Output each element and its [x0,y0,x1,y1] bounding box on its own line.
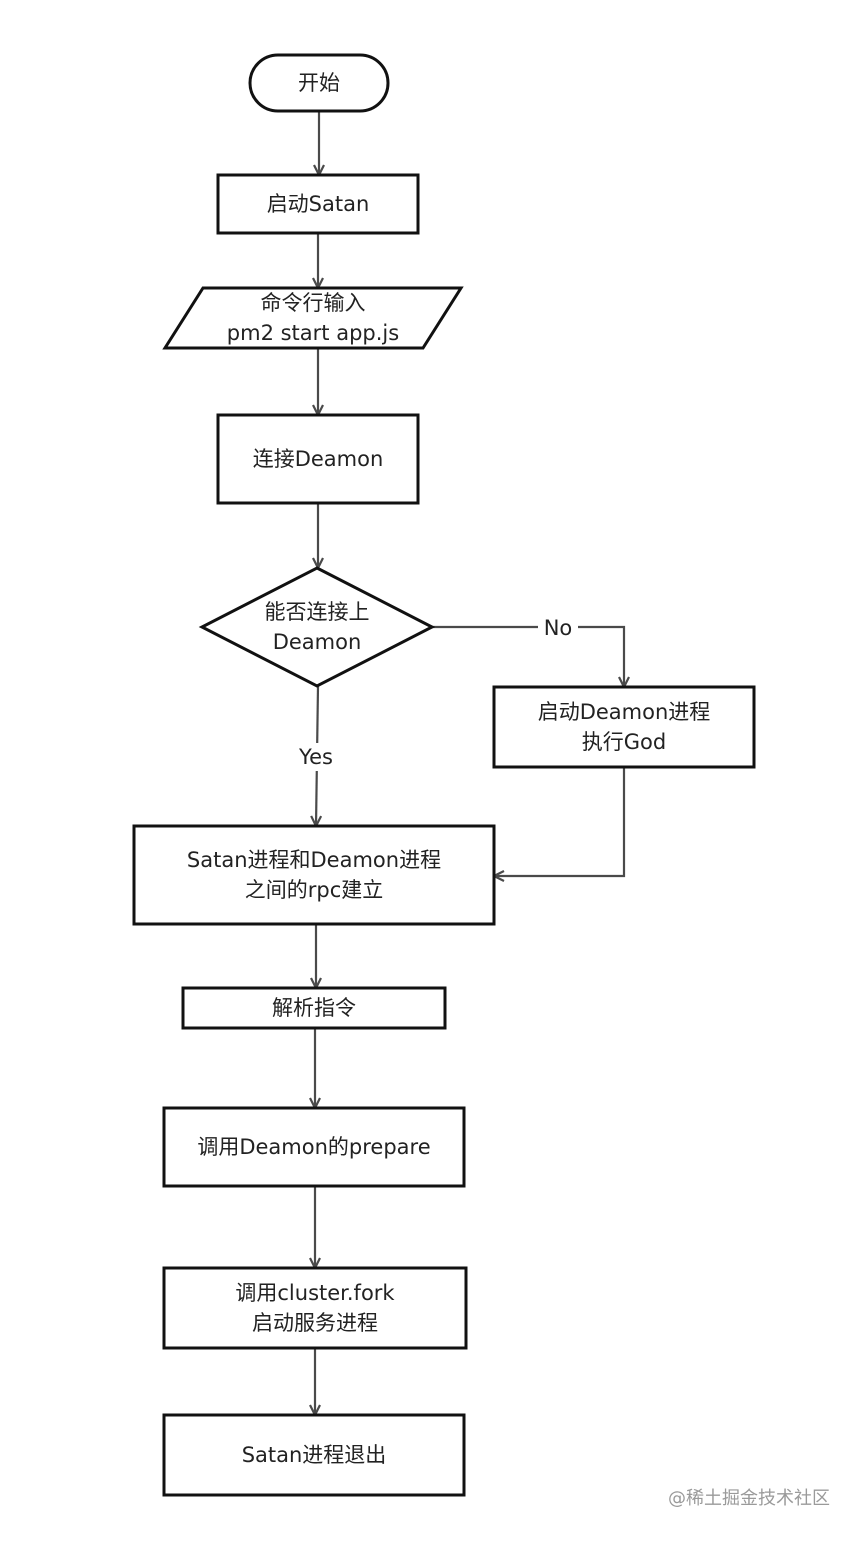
node-label-start-daemon-line-0: 启动Deamon进程 [538,700,711,724]
node-can-connect: 能否连接上 Deamon [198,566,436,688]
node-label-rpc-setup-line-0: Satan进程和Deamon进程 [187,848,441,872]
node-label-rpc-setup-line-1: 之间的rpc建立 [245,878,384,902]
node-shape-process [162,1106,466,1188]
node-label-start-line-0: 开始 [298,71,340,95]
node-label-cli-input-line-0: 命令行输入 [261,291,366,315]
edge-can-connect-to-start-daemon [432,625,624,687]
node-label-start-daemon-line-1: 执行God [582,730,666,754]
edge-label-no: No [544,616,573,640]
edge-label-background [289,743,343,771]
edge-label-yes: Yes [298,745,333,769]
node-shape-process [181,986,447,1030]
node-label-parse-command-line-0: 解析指令 [272,996,356,1020]
node-shape-process [216,173,420,235]
node-label-call-prepare-line-0: 调用Deamon的prepare [197,1135,430,1159]
node-label-can-connect-line-1: Deamon [273,630,362,654]
node-connect-daemon: 连接Deamon [216,413,420,505]
node-call-prepare: 调用Deamon的prepare [162,1106,466,1188]
node-satan-exit: Satan进程退出 [162,1413,466,1497]
node-start: 开始 [248,53,390,113]
node-label-cluster-fork-line-1: 启动服务进程 [252,1311,378,1335]
node-shape-process [132,824,496,926]
node-shape-process [216,413,420,505]
node-shape-terminal [248,53,390,113]
node-label-connect-daemon-line-0: 连接Deamon [253,447,384,471]
node-launch-satan: 启动Satan [216,173,420,235]
node-shape-decision [198,566,436,688]
node-shape-io [162,286,464,350]
node-label-cli-input-line-1: pm2 start app.js [227,321,399,345]
node-parse-command: 解析指令 [181,986,447,1030]
node-shape-process [162,1413,466,1497]
node-label-launch-satan-line-0: 启动Satan [267,192,370,216]
node-label-satan-exit-line-0: Satan进程退出 [242,1443,387,1467]
node-label-can-connect-line-0: 能否连接上 [265,600,370,624]
node-cluster-fork: 调用cluster.fork 启动服务进程 [162,1266,468,1350]
edge-start-daemon-to-rpc-setup [494,767,626,876]
node-cli-input: 命令行输入 pm2 start app.js [162,286,464,350]
node-label-cluster-fork-line-0: 调用cluster.fork [235,1281,395,1305]
edge-label-background [538,614,578,642]
node-shape-process [492,685,756,769]
watermark: @稀土掘金技术社区 [668,1488,830,1509]
node-shape-process [162,1266,468,1350]
